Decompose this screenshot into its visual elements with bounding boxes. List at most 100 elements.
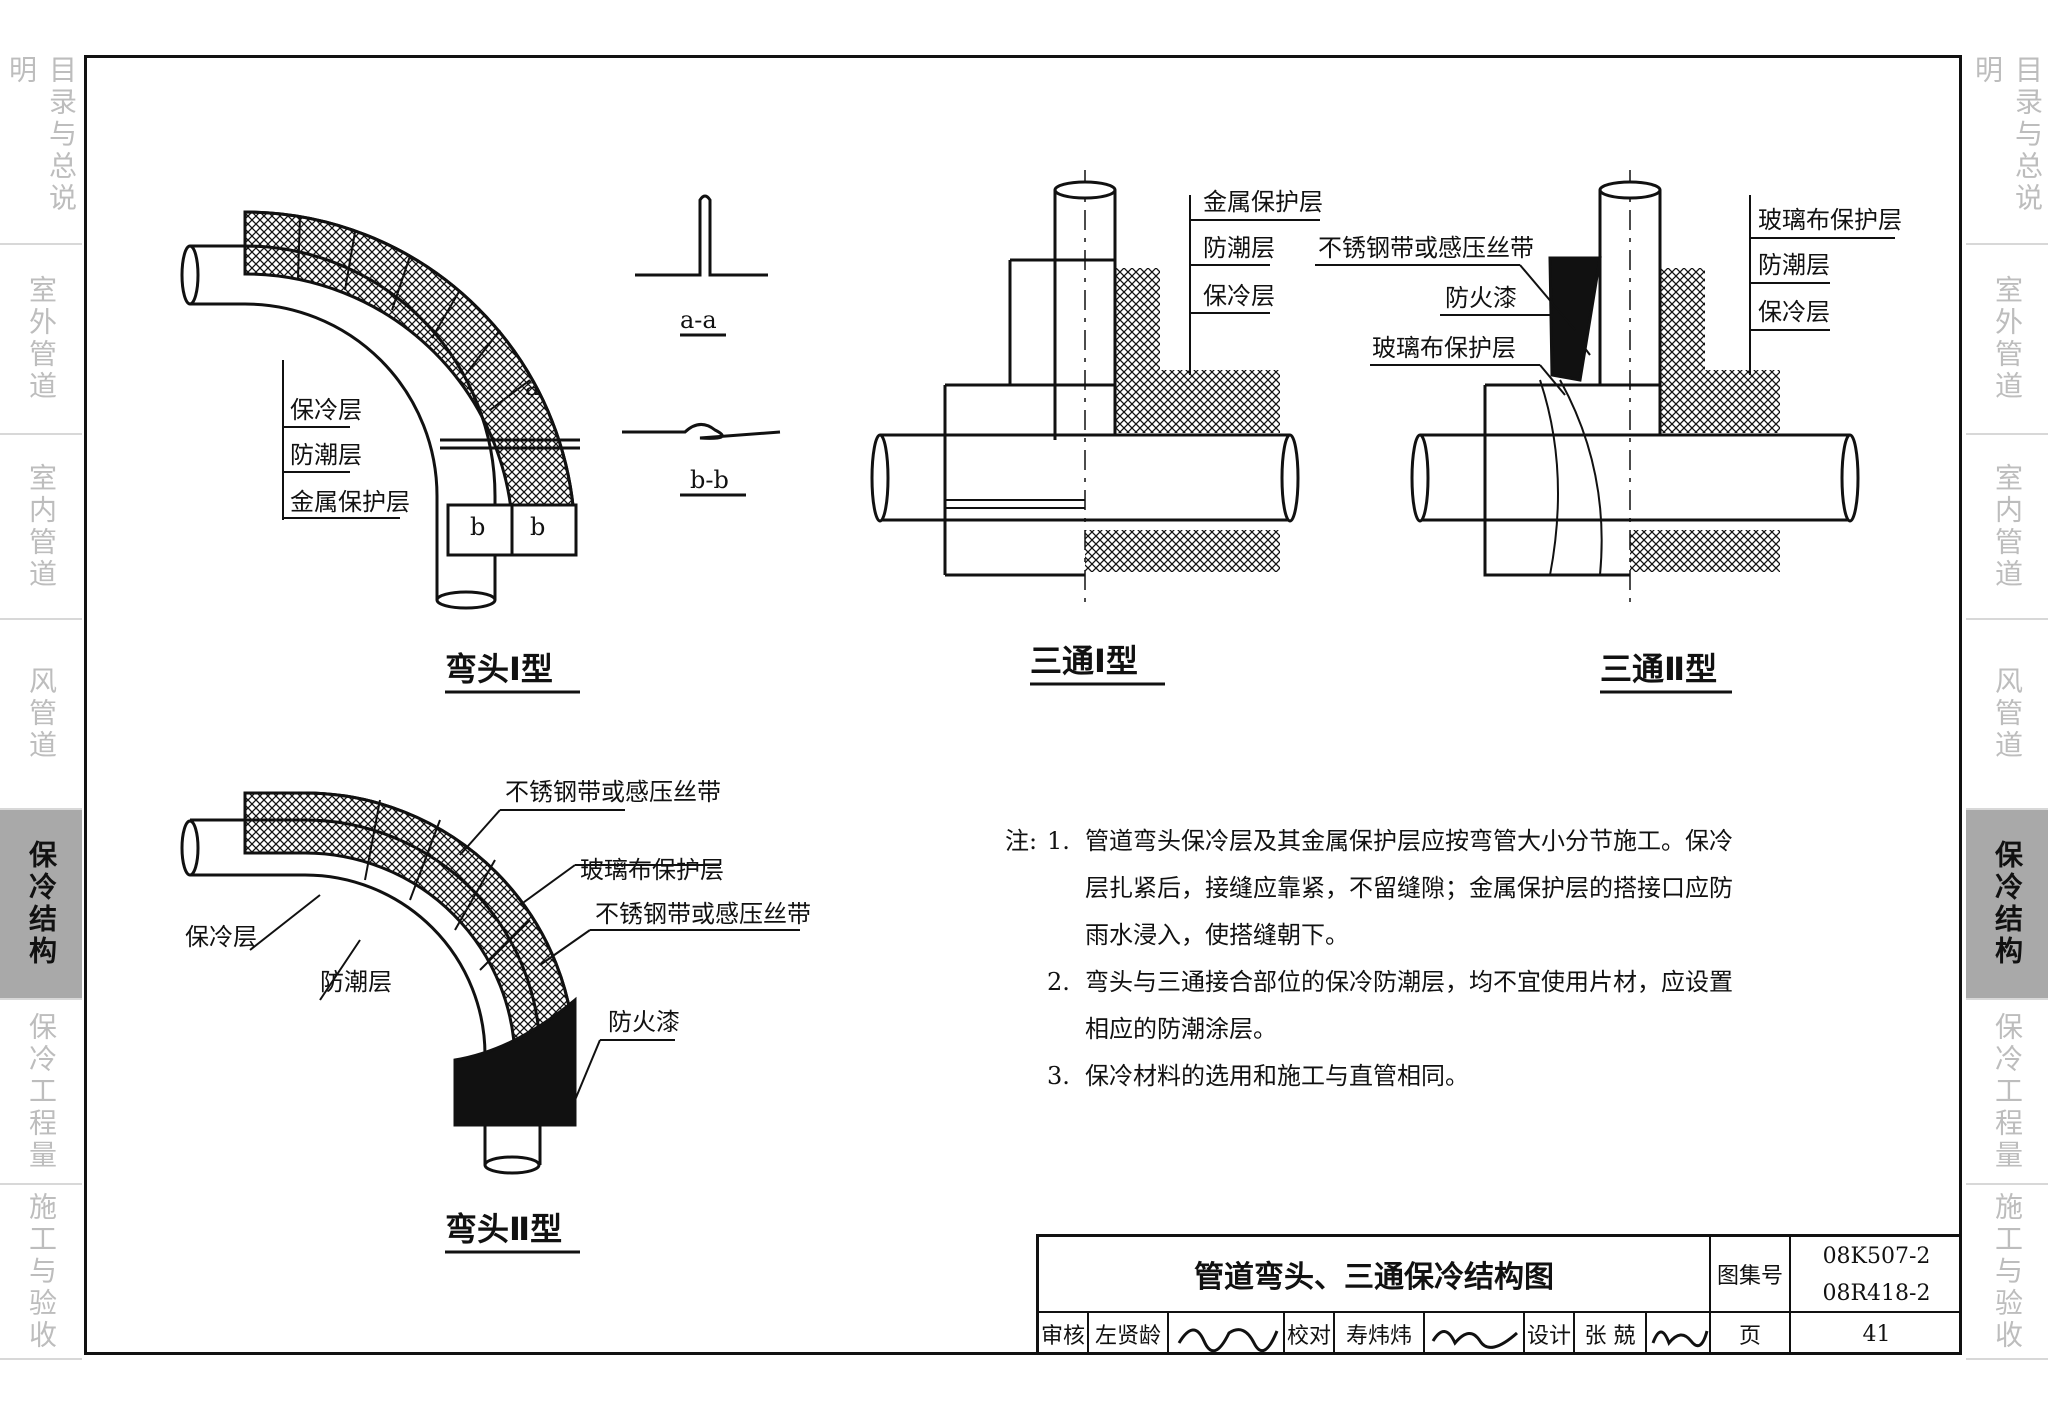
elbow2-label-steelband-1: 不锈钢带或感压丝带 <box>505 778 721 806</box>
elbow2-label-glasscloth: 玻璃布保护层 <box>580 856 724 884</box>
tee1-caption: 三通Ⅰ型 <box>1030 642 1138 680</box>
note-text: 弯头与三通接合部位的保冷防潮层，均不宜使用片材，应设置 <box>1085 968 1733 996</box>
side-tab-label: 目录与总说明 <box>5 55 78 215</box>
note-number <box>1047 865 1085 912</box>
section-aa-label: a-a <box>680 306 717 334</box>
tee2-label-glasscloth-left: 玻璃布保护层 <box>1372 334 1516 362</box>
elbow1-caption: 弯头Ⅰ型 <box>445 650 553 688</box>
note-prefix: 注: <box>1005 827 1038 855</box>
design-label: 设计 <box>1525 1313 1575 1355</box>
note-prefix <box>1005 1053 1047 1100</box>
left-side-tab-1: 室外管道 <box>0 245 82 435</box>
elbow-type1-diagram <box>180 210 580 610</box>
side-tab-label: 保冷工程量 <box>25 1011 58 1172</box>
note-text: 层扎紧后，接缝应靠紧，不留缝隙；金属保护层的搭接口应防 <box>1085 874 1733 902</box>
side-tab-label: 风管道 <box>25 666 58 762</box>
drawing-frame <box>84 55 1962 1355</box>
note-text: 管道弯头保冷层及其金属保护层应按弯管大小分节施工。保冷 <box>1085 827 1733 855</box>
elbow1-label-moisture: 防潮层 <box>290 441 362 469</box>
tee2-label-steelband: 不锈钢带或感压丝带 <box>1318 234 1534 262</box>
note-number: 3. <box>1047 1062 1070 1090</box>
note-number <box>1047 1006 1085 1053</box>
elbow1-mark-b2: b <box>530 513 545 541</box>
tee2-label-moisture: 防潮层 <box>1758 251 1830 279</box>
left-side-tab-6: 施工与验收 <box>0 1185 82 1360</box>
tee-type1-diagram <box>870 170 1320 610</box>
left-side-tab-3: 风管道 <box>0 620 82 810</box>
note-text: 相应的防潮涂层。 <box>1085 1015 1277 1043</box>
review-label: 审核 <box>1039 1313 1089 1355</box>
elbow1-label-insulation: 保冷层 <box>290 396 362 424</box>
page-number: 41 <box>1862 1321 1891 1347</box>
side-tab-label: 施工与验收 <box>25 1191 58 1352</box>
note-line: 注: 1. 管道弯头保冷层及其金属保护层应按弯管大小分节施工。保冷 <box>1005 818 1745 865</box>
note-number: 1. <box>1047 827 1070 855</box>
reviewer-name: 左贤龄 <box>1089 1313 1169 1355</box>
tee2-caption: 三通Ⅱ型 <box>1600 650 1717 688</box>
tee-type2-diagram <box>1315 170 1895 610</box>
note-prefix <box>1005 1006 1047 1053</box>
side-tab-label: 室外管道 <box>1991 275 2024 403</box>
atlas-number-1: 08K507-2 <box>1822 1243 1931 1269</box>
drawing-title: 管道弯头、三通保冷结构图 <box>1039 1237 1711 1313</box>
side-tab-label: 保冷结构 <box>25 840 58 968</box>
note-line: 层扎紧后，接缝应靠紧，不留缝隙；金属保护层的搭接口应防 <box>1005 865 1745 912</box>
atlas-number-2: 08R418-2 <box>1791 1275 1962 1313</box>
side-tab-label: 施工与验收 <box>1991 1191 2024 1352</box>
side-tab-label: 保冷结构 <box>1991 840 2024 968</box>
elbow2-caption: 弯头Ⅱ型 <box>445 1210 562 1248</box>
note-number <box>1047 912 1085 959</box>
note-prefix <box>1005 912 1047 959</box>
title-block: 管道弯头、三通保冷结构图 图集号 08K507-2 08R418-2 审核 左贤… <box>1036 1234 1962 1355</box>
right-side-tab-3: 风管道 <box>1966 620 2048 810</box>
checker-name: 寿炜炜 <box>1335 1313 1425 1355</box>
right-side-tab-5: 保冷工程量 <box>1966 1000 2048 1185</box>
page-label: 页 <box>1711 1313 1791 1355</box>
side-tab-label: 保冷工程量 <box>1991 1011 2024 1172</box>
tee2-label-insulation: 保冷层 <box>1758 298 1830 326</box>
tee2-label-glasscloth: 玻璃布保护层 <box>1758 206 1902 234</box>
elbow1-mark-b: b <box>470 513 485 541</box>
elbow2-label-moisture: 防潮层 <box>320 968 392 996</box>
note-line: 相应的防潮涂层。 <box>1005 1006 1745 1053</box>
left-side-tab-5: 保冷工程量 <box>0 1000 82 1185</box>
right-side-tab-1: 室外管道 <box>1966 245 2048 435</box>
note-line: 雨水浸入，使搭缝朝下。 <box>1005 912 1745 959</box>
tee1-label-moisture: 防潮层 <box>1203 234 1275 262</box>
side-tab-label: 室外管道 <box>25 275 58 403</box>
note-prefix <box>1005 959 1047 1006</box>
right-side-tab-2: 室内管道 <box>1966 435 2048 620</box>
right-side-tab-0: 目录与总说明 <box>1966 55 2048 245</box>
reviewer-signature <box>1169 1313 1285 1355</box>
note-prefix <box>1005 865 1047 912</box>
elbow1-label-metal: 金属保护层 <box>290 488 410 516</box>
note-text: 雨水浸入，使搭缝朝下。 <box>1085 921 1349 949</box>
note-number: 2. <box>1047 968 1070 996</box>
section-bb-label: b-b <box>690 466 729 494</box>
designer-name: 张 兢 <box>1575 1313 1647 1355</box>
left-side-tab-4: 保冷结构 <box>0 810 82 1000</box>
seam-section-diagrams <box>622 194 781 497</box>
side-tab-label: 室内管道 <box>25 462 58 591</box>
note-text: 保冷材料的选用和施工与直管相同。 <box>1085 1062 1469 1090</box>
left-side-tab-2: 室内管道 <box>0 435 82 620</box>
atlas-label: 图集号 <box>1711 1237 1791 1313</box>
side-tab-label: 室内管道 <box>1991 462 2024 591</box>
elbow1-mark-a: a <box>525 373 539 401</box>
elbow2-label-steelband-2: 不锈钢带或感压丝带 <box>595 900 811 928</box>
side-tab-label: 目录与总说明 <box>1971 55 2044 215</box>
elbow2-label-fireproof: 防火漆 <box>608 1008 680 1036</box>
right-side-tab-6: 施工与验收 <box>1966 1185 2048 1360</box>
tee1-label-metal: 金属保护层 <box>1203 188 1323 216</box>
tee2-label-fireproof: 防火漆 <box>1445 284 1517 312</box>
tee1-label-insulation: 保冷层 <box>1203 282 1275 310</box>
checker-signature <box>1425 1313 1525 1355</box>
right-side-tab-4: 保冷结构 <box>1966 810 2048 1000</box>
note-line: 3. 保冷材料的选用和施工与直管相同。 <box>1005 1053 1745 1100</box>
left-side-tab-0: 目录与总说明 <box>0 55 82 245</box>
check-label: 校对 <box>1285 1313 1335 1355</box>
side-tab-label: 风管道 <box>1991 666 2024 762</box>
note-line: 2. 弯头与三通接合部位的保冷防潮层，均不宜使用片材，应设置 <box>1005 959 1745 1006</box>
designer-signature <box>1647 1313 1711 1355</box>
